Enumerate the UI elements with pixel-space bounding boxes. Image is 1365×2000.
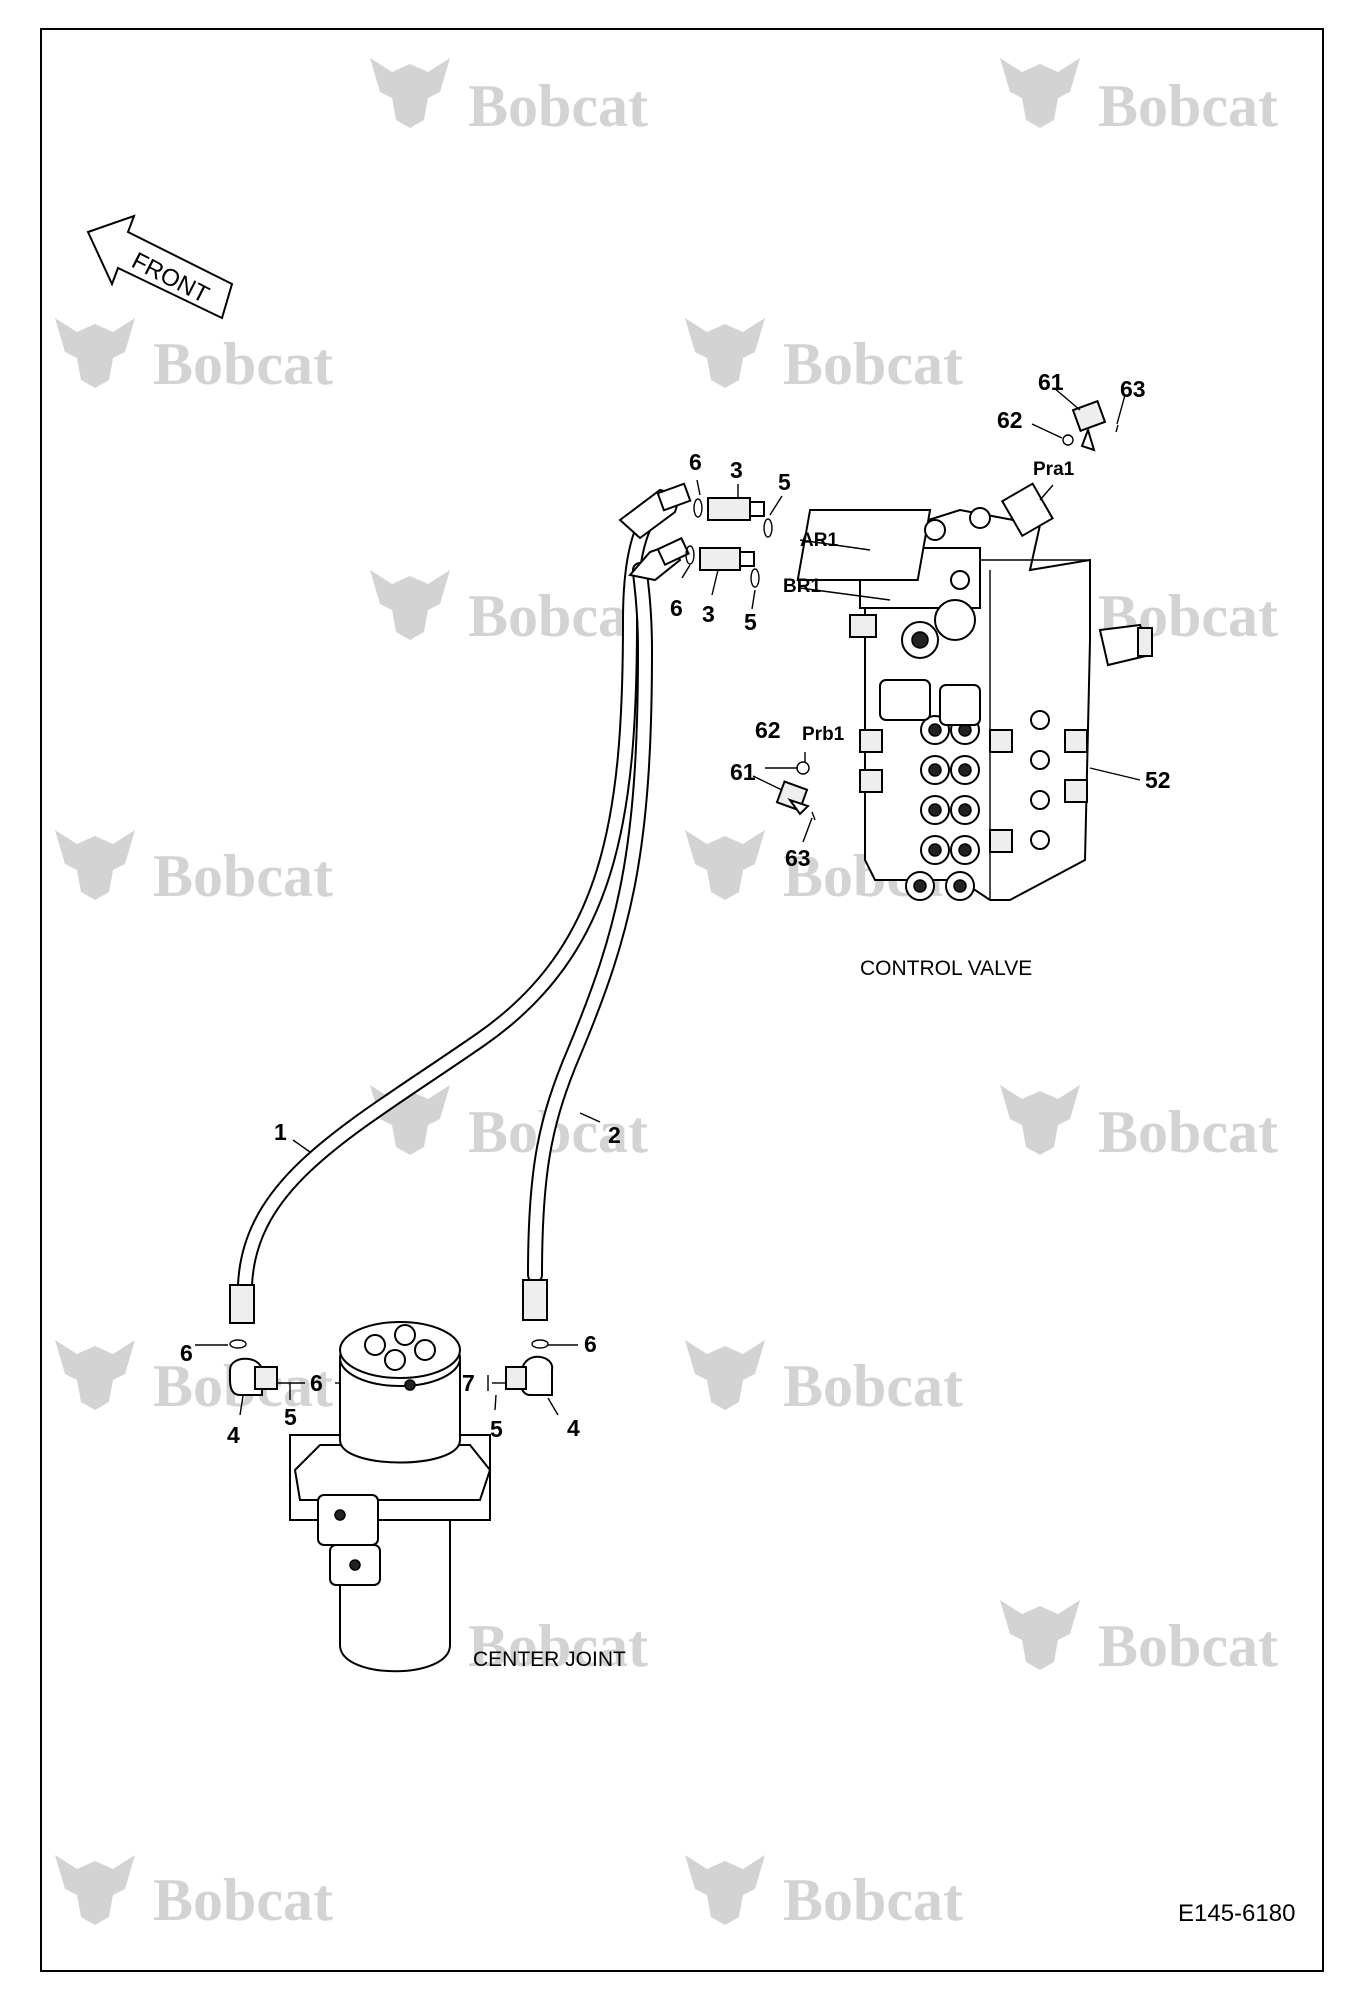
callout-52: 52 (1145, 767, 1171, 793)
hose-fitting-ar1 (618, 482, 692, 540)
hose-2 (527, 562, 654, 1283)
watermark-text: Bobcat (468, 583, 648, 649)
callout-62: 62 (997, 407, 1023, 433)
watermark-text: Bobcat (468, 73, 648, 139)
callout-7: 7 (462, 1370, 475, 1396)
callout-61: 61 (1038, 369, 1064, 395)
adapter-br1 (685, 545, 760, 588)
callout-61: 61 (730, 759, 756, 785)
elbow-right (505, 1279, 554, 1396)
watermark-text: Bobcat (153, 843, 333, 909)
callout-63: 63 (785, 845, 811, 871)
label-ar1: AR1 (800, 530, 838, 551)
callout-6: 6 (310, 1370, 323, 1396)
center-joint (289, 1321, 492, 1673)
callout-6: 6 (689, 449, 702, 475)
front-arrow-icon: FRONT (86, 214, 234, 320)
label-br1: BR1 (783, 576, 821, 597)
drawing-frame (40, 28, 1324, 1972)
watermark-text: Bobcat (783, 1867, 963, 1933)
callout-62: 62 (755, 717, 781, 743)
watermark-text: Bobcat (783, 1353, 963, 1419)
caption-center-joint: CENTER JOINT (473, 1648, 626, 1671)
watermark-text: Bobcat (1098, 1613, 1278, 1679)
watermark-text: Bobcat (1098, 73, 1278, 139)
caption-control-valve: CONTROL VALVE (860, 957, 1032, 980)
callout-4: 4 (227, 1422, 240, 1448)
hose-1 (237, 497, 668, 1293)
callout-5: 5 (778, 469, 791, 495)
watermark-text: Bobcat (468, 1613, 648, 1679)
callout-63: 63 (1120, 376, 1146, 402)
label-prb1: Prb1 (802, 724, 845, 745)
leader-lines (195, 387, 1141, 1416)
watermark-text: Bobcat (153, 1867, 333, 1933)
callout-5: 5 (744, 609, 757, 635)
callout-6: 6 (584, 1331, 597, 1357)
callout-3: 3 (702, 601, 715, 627)
watermark-text: Bobcat (1098, 1099, 1278, 1165)
control-valve (796, 482, 1153, 901)
callout-hose-2: 2 (608, 1122, 621, 1148)
watermark-text: Bobcat (153, 331, 333, 397)
callout-5: 5 (284, 1404, 297, 1430)
watermark-layer: Bobcat Bobcat Bobcat Bobcat Bobcat Bobca… (55, 58, 1278, 1933)
adapter-ar1 (693, 497, 773, 538)
label-pra1: Pra1 (1033, 459, 1075, 480)
document-id: E145-6180 (1178, 1900, 1295, 1927)
callout-5: 5 (490, 1416, 503, 1442)
callout-4: 4 (567, 1415, 580, 1441)
fitting-pra1 (1062, 399, 1119, 452)
watermark-text: Bobcat (783, 331, 963, 397)
hose-fitting-br1 (628, 536, 690, 582)
callout-6: 6 (670, 595, 683, 621)
callout-6: 6 (180, 1340, 193, 1366)
callout-3: 3 (730, 457, 743, 483)
callout-labels: 1 2 6 3 5 AR1 BR1 6 3 5 61 63 62 Pra1 62… (180, 369, 1295, 1927)
fitting-prb1 (775, 761, 816, 821)
callout-hose-1: 1 (274, 1119, 287, 1145)
elbow-left (229, 1284, 278, 1396)
